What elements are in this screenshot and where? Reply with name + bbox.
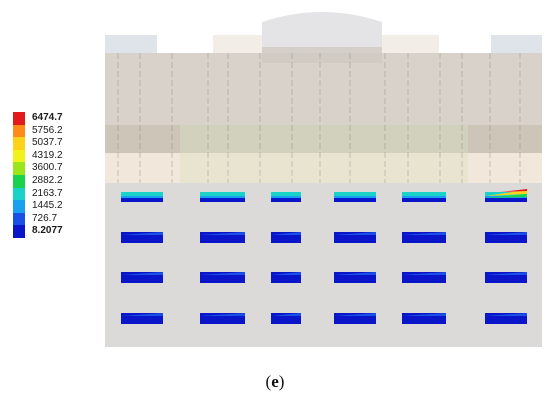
opening-stress-edge [485, 272, 527, 275]
opening-cell [334, 313, 376, 324]
structure-model [105, 12, 542, 347]
opening-cell [402, 313, 446, 324]
opening-stress-mid [402, 196, 446, 198]
caption-open: ( [265, 372, 272, 391]
opening-cell [200, 232, 245, 243]
opening-stress-edge [402, 272, 446, 275]
opening-cell [271, 313, 301, 324]
opening-stress-edge [271, 272, 301, 275]
legend-label: 2882.2 [32, 174, 63, 186]
opening-cell [485, 272, 527, 283]
roof-cap-right [491, 35, 542, 53]
opening-stress-mid [271, 196, 301, 198]
dome-base [262, 47, 382, 63]
opening-cell [121, 313, 163, 324]
opening-stress-mid [200, 196, 245, 198]
legend-label: 4319.2 [32, 149, 63, 161]
opening-stress-edge [402, 232, 446, 235]
legend-swatch [13, 200, 25, 213]
dome [262, 12, 382, 53]
opening-stress-top [200, 192, 245, 196]
legend-label: 8.2077 [32, 225, 63, 237]
opening-cell [200, 272, 245, 283]
opening-stress-edge [200, 313, 245, 316]
legend-label: 5756.2 [32, 124, 63, 136]
opening-cell [271, 272, 301, 283]
opening-stress-mid [121, 196, 163, 198]
legend-swatch [13, 225, 25, 238]
caption-close: ) [278, 372, 285, 391]
legend-label: 6474.7 [32, 112, 63, 123]
opening-stress-edge [271, 232, 301, 235]
legend-swatch [13, 187, 25, 201]
cream-band-center [180, 153, 468, 183]
hot-spot-green [485, 194, 527, 198]
opening-cell [334, 272, 376, 283]
opening-stress-edge [485, 232, 527, 235]
opening-cell [485, 232, 527, 243]
figure-caption: (e) [0, 372, 550, 392]
lower-body [105, 183, 542, 347]
opening-cell [200, 313, 245, 324]
opening-cell [334, 232, 376, 243]
legend-swatch [13, 124, 25, 138]
legend-label: 2163.7 [32, 187, 63, 199]
opening-stress-edge [402, 313, 446, 316]
opening-stress-top [121, 192, 163, 196]
legend-swatch [13, 212, 25, 226]
opening-stress-edge [121, 272, 163, 275]
opening-stress-edge [334, 313, 376, 316]
legend-label: 3600.7 [32, 162, 63, 174]
opening-stress-edge [485, 313, 527, 316]
legend-label: 1445.2 [32, 200, 63, 212]
opening-stress-top [334, 192, 376, 196]
legend-label: 726.7 [32, 212, 58, 224]
hot-spot-yellow [485, 190, 527, 196]
opening-stress-top [271, 192, 301, 196]
opening-stress-edge [271, 313, 301, 316]
opening-stress-top [402, 192, 446, 196]
opening-stress-edge [200, 232, 245, 235]
opening-cell [121, 232, 163, 243]
hot-spot-red [500, 189, 527, 192]
legend-swatch [13, 112, 25, 125]
legend-swatch [13, 149, 25, 163]
beam-highlight [180, 125, 468, 153]
legend-swatch [13, 162, 25, 175]
opening-stress-mid [334, 196, 376, 198]
roof-cap-left [105, 35, 157, 53]
opening-cell [121, 272, 163, 283]
opening-stress-edge [121, 313, 163, 316]
caption-letter: e [271, 372, 279, 391]
opening-stress-edge [121, 232, 163, 235]
opening-cell [402, 232, 446, 243]
legend-label: 5037.7 [32, 137, 63, 149]
legend-swatch [13, 174, 25, 188]
legend-swatch [13, 137, 25, 150]
opening-stress-edge [200, 272, 245, 275]
opening-stress-edge [334, 232, 376, 235]
opening-stress-edge [334, 272, 376, 275]
opening-cell [402, 272, 446, 283]
opening-cell [271, 232, 301, 243]
opening-cell [485, 313, 527, 324]
